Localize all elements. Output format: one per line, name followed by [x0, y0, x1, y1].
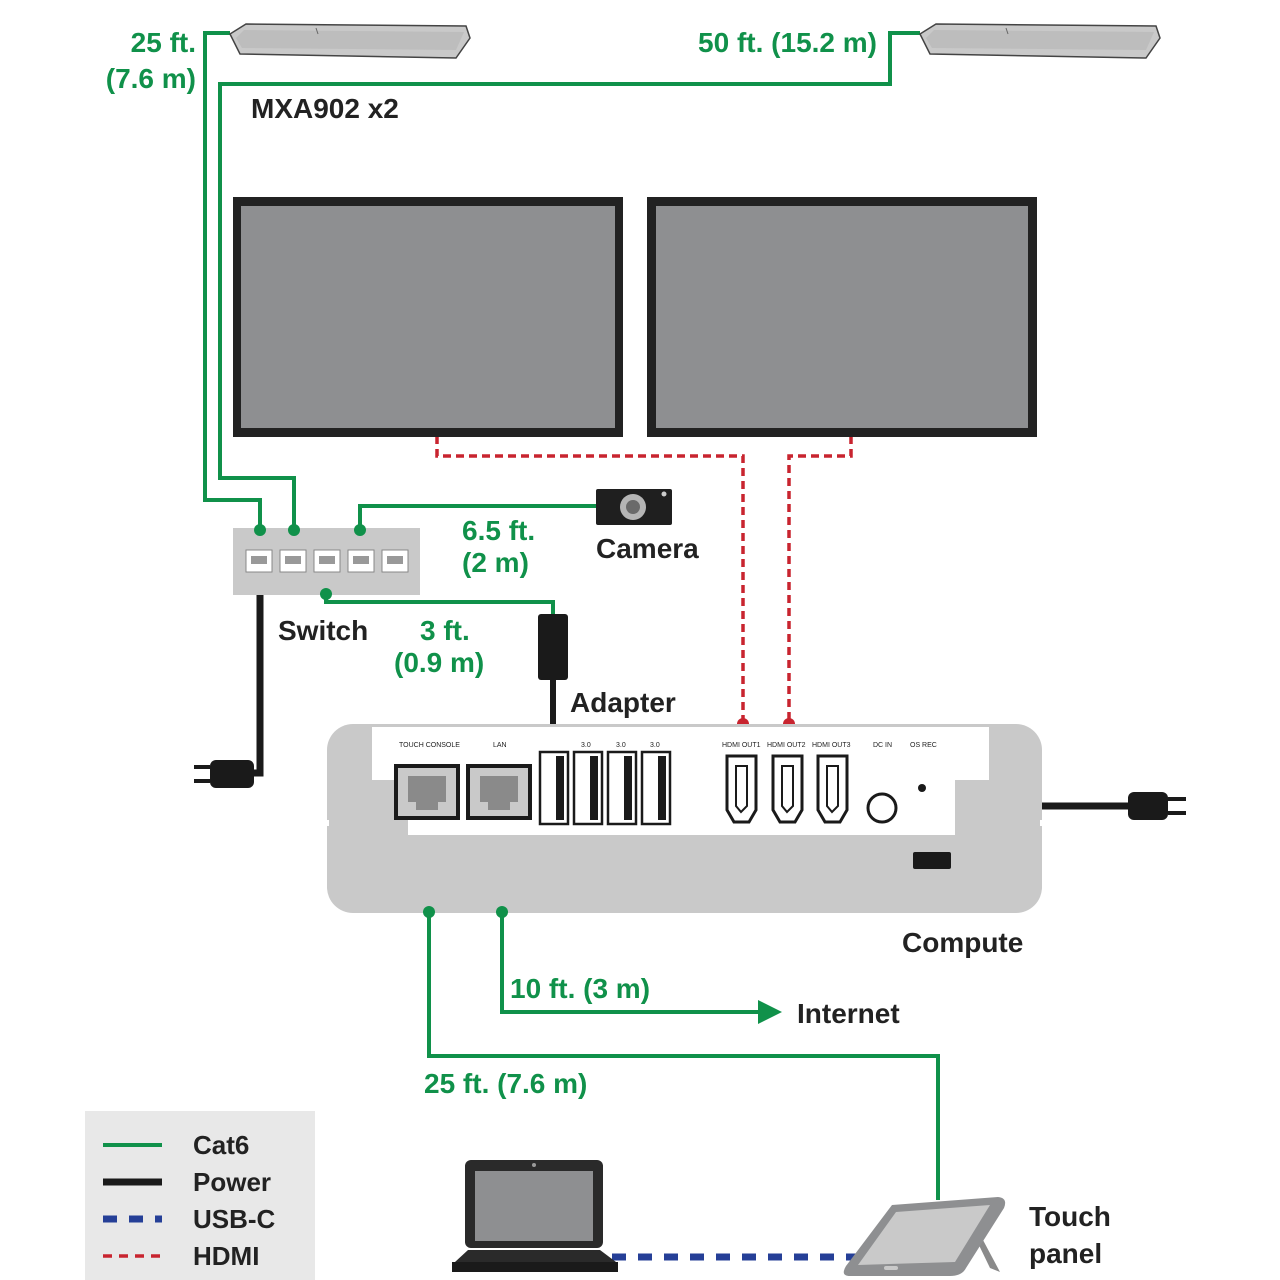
internet-label: Internet: [797, 998, 900, 1029]
port-label-hdmi-out3: HDMI OUT3: [812, 742, 851, 749]
mic-left-cable: [203, 31, 262, 530]
hdmi-cable-2: [787, 436, 853, 722]
internet-cable: [500, 912, 762, 1014]
port-label-touch-console: TOUCH CONSOLE: [399, 742, 460, 749]
compute-unit: TOUCH CONSOLE LAN 3.0 3.0 3.0 HDMI OUT1 …: [321, 724, 1048, 913]
port-label-dc-in: DC IN: [873, 742, 892, 749]
port-label-hdmi-out2: HDMI OUT2: [767, 742, 806, 749]
port-label-os-rec: OS REC: [910, 742, 937, 749]
adapter-length-ft: 3 ft.: [420, 615, 470, 646]
touch-panel-cable: [427, 912, 940, 1200]
switch-power-plug-icon: [194, 760, 254, 788]
mic-right: [919, 23, 1161, 59]
compute-bottom-port-dots: [423, 906, 508, 918]
switch-power-cable: [250, 594, 264, 777]
camera-label: Camera: [596, 533, 699, 564]
laptop-icon: [452, 1160, 618, 1272]
adapter-cable: [324, 594, 555, 616]
hdmi-cable-1: [435, 436, 745, 722]
internet-length: 10 ft. (3 m): [510, 973, 650, 1004]
port-label-usb3: 3.0: [650, 742, 660, 749]
display-right: [647, 197, 1037, 437]
mic-model-label: MXA902 x2: [251, 93, 399, 124]
port-label-hdmi-out1: HDMI OUT1: [722, 742, 761, 749]
touch-panel-label-line1: Touch: [1029, 1201, 1111, 1232]
mic-left-length-ft: 25 ft.: [131, 27, 196, 58]
display-left: [233, 197, 623, 437]
camera-length-m: (2 m): [462, 547, 529, 578]
mic-left: [229, 23, 471, 59]
port-label-usb1: 3.0: [581, 742, 591, 749]
switch-port-dots: [254, 524, 366, 600]
legend-label-hdmi: HDMI: [193, 1241, 259, 1271]
cat6-cables: [203, 31, 940, 1200]
mic-left-length-m: (7.6 m): [106, 63, 196, 94]
internet-arrow-icon: [758, 1000, 782, 1024]
lan-port: [466, 764, 532, 820]
camera-cable: [358, 504, 600, 530]
legend-label-usbc: USB-C: [193, 1204, 276, 1234]
dc-in-port: [866, 792, 898, 824]
mic-right-length: 50 ft. (15.2 m): [698, 27, 877, 58]
touch-panel-length: 25 ft. (7.6 m): [424, 1068, 587, 1099]
legend: Cat6 Power USB-C HDMI: [85, 1111, 315, 1280]
hdmi-cables: [435, 436, 853, 722]
camera: [596, 489, 672, 525]
compute-power-plug-icon: [1128, 792, 1186, 820]
port-label-lan: LAN: [493, 742, 507, 749]
touch-panel-label-line2: panel: [1029, 1238, 1102, 1269]
adapter-length-m: (0.9 m): [394, 647, 484, 678]
network-switch: [233, 528, 420, 595]
switch-label: Switch: [278, 615, 368, 646]
adapter-label: Adapter: [570, 687, 676, 718]
legend-label-power: Power: [193, 1167, 271, 1197]
touch-console-port: [394, 764, 460, 820]
touch-panel-icon: [843, 1197, 1006, 1276]
hdmi-ports: [725, 754, 849, 824]
os-rec-button: [918, 784, 926, 792]
legend-label-cat6: Cat6: [193, 1130, 249, 1160]
compute-label: Compute: [902, 927, 1023, 958]
camera-length-ft: 6.5 ft.: [462, 515, 535, 546]
port-label-usb2: 3.0: [616, 742, 626, 749]
mic-right-cable: [218, 31, 920, 530]
